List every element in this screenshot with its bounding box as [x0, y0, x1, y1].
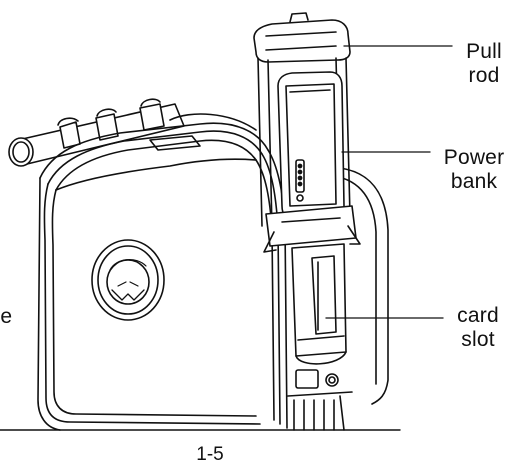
- power-bank: [277, 71, 345, 221]
- pull-rod-label-line2: rod: [468, 64, 500, 87]
- lock-panel: [287, 369, 353, 431]
- page-number: 1-5: [196, 444, 224, 465]
- power-bank-label-line2: bank: [450, 170, 498, 193]
- power-bank-label-line1: Power: [443, 146, 505, 169]
- side-handle: [8, 98, 185, 167]
- pull-rod-label: Pull rod: [454, 40, 514, 88]
- power-bank-label: Power bank: [432, 146, 516, 194]
- rod-bracket: [263, 205, 361, 253]
- cropped-label-fragment: e: [0, 305, 12, 328]
- leader-lines: [325, 45, 453, 319]
- suitcase-top: [39, 113, 269, 191]
- card-slot: [291, 243, 347, 365]
- brand-emblem: [91, 239, 165, 321]
- card-slot-label: card slot: [445, 304, 511, 352]
- card-slot-label-line2: slot: [461, 328, 495, 351]
- card-slot-label-line1: card: [457, 304, 499, 327]
- suitcase-body: [37, 149, 288, 431]
- pull-rod-label-line1: Pull: [466, 40, 502, 63]
